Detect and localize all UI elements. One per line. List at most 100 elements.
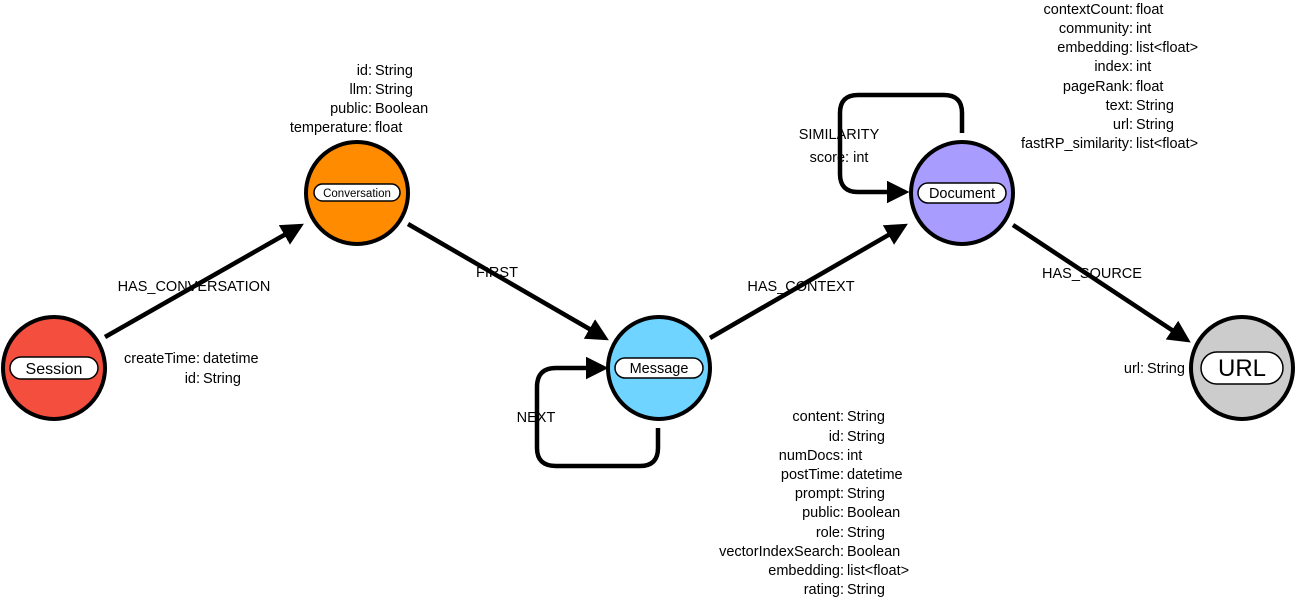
prop-type: float (1136, 2, 1163, 18)
prop-name: embedding (1057, 40, 1129, 56)
prop-colon: : (840, 409, 844, 425)
prop-name: id (357, 63, 368, 79)
prop-type: int (853, 150, 868, 166)
prop-name: rating (804, 582, 840, 598)
url-properties: url : String (1124, 361, 1185, 377)
prop-colon: : (1129, 2, 1133, 18)
document-label-pill (917, 182, 1007, 204)
prop-type: String (847, 486, 885, 502)
relationship-labels: HAS_CONVERSATION FIRST HAS_CONTEXT HAS_S… (118, 127, 1143, 426)
node-document[interactable]: Document (909, 140, 1015, 246)
prop-name: url (1113, 117, 1129, 133)
prop-colon: : (840, 429, 844, 445)
similarity-label: SIMILARITY (799, 127, 880, 143)
edge-similarity-loop (837, 92, 965, 204)
session-properties: createTime : datetime id : String (124, 351, 259, 387)
prop-type: Boolean (847, 505, 900, 521)
prop-type: float (1136, 79, 1163, 95)
prop-colon: : (1129, 79, 1133, 95)
prop-name: public (330, 101, 368, 117)
url-label-pill (1200, 351, 1284, 385)
prop-name: score (810, 150, 845, 166)
prop-name: contextCount (1044, 2, 1129, 18)
prop-colon: : (368, 82, 372, 98)
conversation-label-pill (313, 183, 401, 202)
prop-name: content (792, 409, 840, 425)
edge-has-conversation (103, 223, 304, 339)
prop-type: float (375, 120, 402, 136)
node-url[interactable]: URL (1189, 315, 1295, 421)
prop-name: public (802, 505, 840, 521)
prop-name: text (1106, 98, 1129, 114)
has-source-label: HAS_SOURCE (1042, 266, 1142, 282)
prop-type: String (847, 582, 885, 598)
prop-type: list<float> (1136, 40, 1198, 56)
has-context-label: HAS_CONTEXT (747, 279, 854, 295)
has-conversation-label: HAS_CONVERSATION (118, 279, 271, 295)
edge-has-context (708, 223, 908, 340)
prop-colon: : (368, 120, 372, 136)
node-conversation[interactable]: Conversation (304, 140, 410, 246)
document-properties: contextCount : float community : int emb… (1021, 2, 1198, 152)
prop-name: embedding (768, 563, 840, 579)
edge-first (406, 222, 609, 341)
prop-type: datetime (847, 467, 903, 483)
prop-colon: : (1129, 40, 1133, 56)
prop-type: String (1136, 117, 1174, 133)
prop-type: int (1136, 21, 1151, 37)
prop-name: index (1094, 59, 1129, 75)
prop-colon: : (196, 351, 200, 367)
message-label-pill (614, 357, 704, 379)
first-label: FIRST (476, 265, 518, 281)
prop-colon: : (840, 486, 844, 502)
node-message[interactable]: Message (606, 315, 712, 421)
prop-colon: : (840, 563, 844, 579)
prop-colon: : (1129, 117, 1133, 133)
edge-next-loop (534, 356, 661, 469)
conversation-properties: id : String llm : String public : Boolea… (290, 63, 428, 136)
prop-name: fastRP_similarity (1021, 136, 1130, 152)
prop-colon: : (1129, 136, 1133, 152)
prop-type: String (847, 409, 885, 425)
prop-name: vectorIndexSearch (719, 544, 840, 560)
prop-sep: : (845, 150, 853, 166)
prop-name: createTime (124, 351, 196, 367)
prop-name: postTime (781, 467, 840, 483)
prop-type: String (847, 525, 885, 541)
prop-type: Boolean (847, 544, 900, 560)
session-label-pill (9, 356, 99, 380)
prop-name: url (1124, 361, 1140, 377)
prop-name: id (185, 371, 196, 387)
prop-colon: : (840, 544, 844, 560)
prop-name: community (1059, 21, 1130, 37)
prop-colon: : (840, 505, 844, 521)
session-label: Session (26, 361, 83, 378)
prop-colon: : (196, 371, 200, 387)
prop-type: String (847, 429, 885, 445)
prop-name: llm (349, 82, 368, 98)
prop-type: String (375, 82, 413, 98)
prop-name: numDocs (779, 448, 840, 464)
edge-has-source (1011, 223, 1191, 343)
edges (103, 92, 1191, 469)
prop-colon: : (1129, 59, 1133, 75)
prop-colon: : (840, 525, 844, 541)
conversation-label: Conversation (323, 188, 391, 200)
prop-colon: : (368, 63, 372, 79)
prop-colon: : (1140, 361, 1144, 377)
prop-type: datetime (203, 351, 259, 367)
prop-colon: : (1129, 98, 1133, 114)
prop-colon: : (840, 467, 844, 483)
prop-type: int (1136, 59, 1151, 75)
prop-name: temperature (290, 120, 368, 136)
prop-type: String (203, 371, 241, 387)
node-session[interactable]: Session (1, 315, 107, 421)
prop-type: String (375, 63, 413, 79)
prop-type: int (847, 448, 862, 464)
prop-name: pageRank (1063, 79, 1130, 95)
document-label: Document (929, 186, 995, 202)
similarity-score-property: score: int (810, 150, 869, 166)
prop-type: Boolean (375, 101, 428, 117)
prop-colon: : (368, 101, 372, 117)
